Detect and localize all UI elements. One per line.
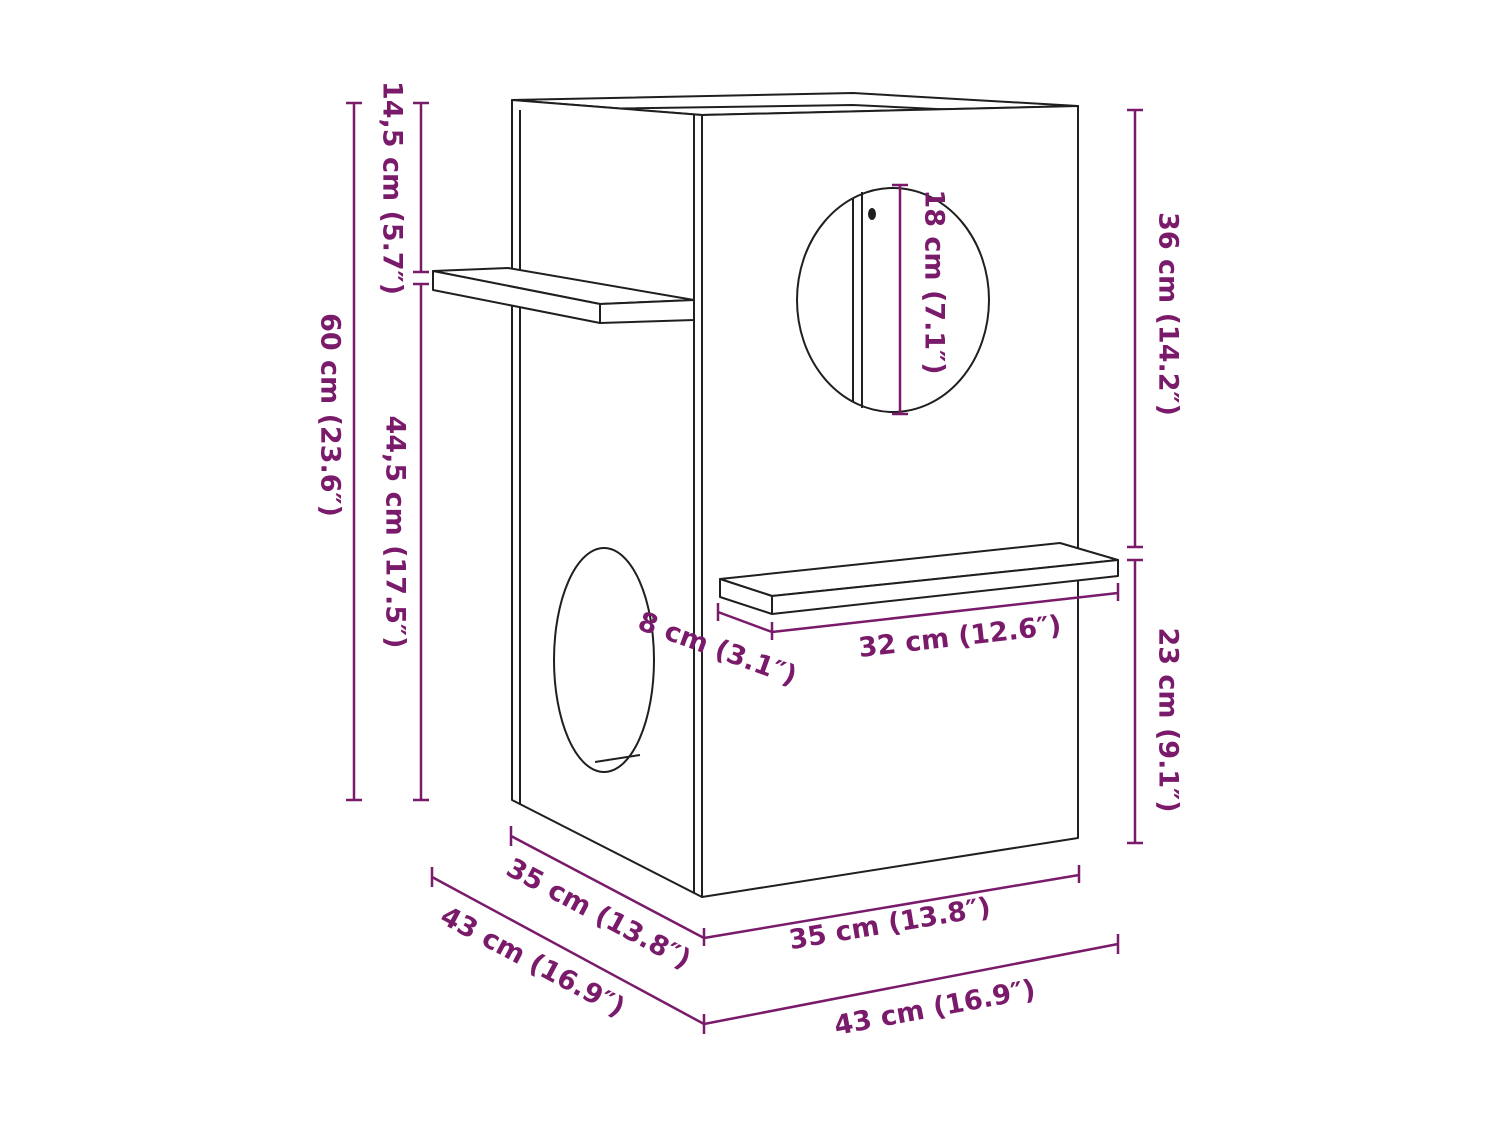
side-porthole-rim xyxy=(594,754,641,763)
side-panel xyxy=(511,99,703,898)
front-porthole xyxy=(796,187,990,413)
upper-front-height-label: 36 cm (14.2″) xyxy=(1153,212,1184,416)
front-width-inner-line xyxy=(702,865,1081,946)
upper-front-height-line xyxy=(1127,108,1143,549)
porthole-diameter-label: 18 cm (7.1″) xyxy=(919,189,950,374)
upper-shelf xyxy=(432,267,695,324)
top-shelf-height-line xyxy=(413,101,429,274)
front-width-outer-line xyxy=(702,934,1120,1034)
front-width-inner-label: 35 cm (13.8″) xyxy=(787,892,993,956)
lower-front-height-label: 23 cm (9.1″) xyxy=(1153,627,1184,812)
lower-height-label: 44,5 cm (17.5″) xyxy=(380,416,411,649)
top-shelf-height-label: 14,5 cm (5.7″) xyxy=(377,81,408,295)
front-width-outer-label: 43 cm (16.9″) xyxy=(832,974,1038,1042)
shelf-depth-line xyxy=(716,603,773,634)
lower-height-line xyxy=(413,282,429,802)
total-height-label: 60 cm (23.6″) xyxy=(315,313,346,517)
side-depth-inner-line xyxy=(509,826,705,940)
porthole-diameter-line xyxy=(892,183,908,416)
side-depth-outer-line xyxy=(430,867,705,1026)
dimension-lines xyxy=(346,101,1143,1034)
cat-house xyxy=(432,92,1119,898)
lower-shelf xyxy=(719,542,1119,615)
total-height-line xyxy=(346,101,362,802)
lower-front-height-line xyxy=(1127,558,1143,845)
side-porthole xyxy=(553,547,655,773)
